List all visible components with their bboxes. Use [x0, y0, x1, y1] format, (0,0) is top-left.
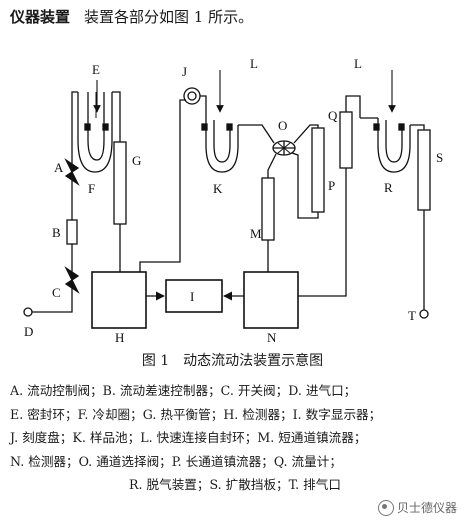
seal-ring-icon	[84, 123, 91, 131]
legend-line: E. 密封环；F. 冷却圈；G. 热平衡管；H. 检测器；I. 数字显示器；	[10, 406, 382, 422]
flowmeter-q	[339, 111, 353, 169]
apparatus-diagram: E A B C D F G H I J K L L M N O P Q R S …	[23, 56, 443, 345]
legend-line: J. 刻度盘；K. 样品池；L. 快速连接自封环；M. 短通道镇流器；	[10, 430, 367, 445]
sample-cell-k	[201, 118, 239, 173]
flow-diff-controller-b	[66, 219, 78, 245]
figure-number: 图 1	[141, 353, 170, 369]
label-a: A	[54, 160, 64, 175]
detector-h	[91, 271, 147, 329]
cooling-coil-f	[77, 92, 113, 173]
diagram-labels: E A B C D F G H I J K L L M N O P Q R S …	[24, 56, 443, 345]
legend-line: A. 流动控制阀；B. 流动差速控制器；C. 开关阀；D. 进气口；	[10, 383, 357, 398]
label-q: Q	[328, 108, 338, 123]
label-k: K	[213, 181, 223, 196]
label-l-left: L	[250, 56, 258, 71]
page-header: 仪器装置装置各部分如图 1 所示。	[10, 6, 253, 27]
label-m: M	[250, 226, 262, 241]
dial-icon	[183, 87, 201, 105]
short-ballast-m	[261, 177, 275, 241]
inlet-port-icon	[23, 307, 33, 317]
label-t: T	[408, 308, 416, 323]
inlet-line	[23, 91, 78, 317]
diffusion-baffle-s	[417, 129, 431, 211]
figure-caption: 图 1 动态流动法装置示意图	[0, 350, 465, 370]
seal-ring-icon	[398, 123, 405, 131]
seal-ring-icon	[226, 123, 233, 131]
digital-display-i	[165, 279, 223, 313]
channel-selector-valve-o	[272, 140, 296, 156]
watermark-text: 贝士德仪器	[396, 501, 457, 515]
valve-icon	[64, 266, 80, 294]
degassing-unit-r	[360, 117, 411, 173]
dial-j	[183, 87, 201, 105]
label-r: R	[384, 180, 393, 195]
label-j: J	[182, 64, 187, 79]
header-text: 装置各部分如图 1 所示。	[84, 8, 254, 26]
long-ballast-p	[311, 127, 325, 213]
label-g: G	[132, 153, 141, 168]
label-p: P	[328, 178, 335, 193]
label-l-right: L	[354, 56, 362, 71]
label-b: B	[52, 225, 61, 240]
thermal-balance-tube-g	[113, 141, 127, 225]
switch-valve-c	[64, 266, 80, 294]
watermark: 贝士德仪器	[377, 499, 457, 516]
seal-ring-icon	[102, 123, 109, 131]
label-f: F	[88, 181, 95, 196]
label-n: N	[267, 330, 277, 345]
valve-icon	[64, 158, 80, 186]
label-e: E	[92, 62, 100, 77]
figure-title: 动态流动法装置示意图	[183, 353, 324, 369]
label-i: I	[190, 289, 194, 304]
label-o: O	[278, 118, 287, 133]
detector-n	[243, 271, 299, 329]
seal-ring-icon	[373, 123, 380, 131]
header-title: 仪器装置	[10, 8, 71, 26]
legend: A. 流动控制阀；B. 流动差速控制器；C. 开关阀；D. 进气口； E. 密封…	[10, 379, 460, 497]
label-c: C	[52, 285, 61, 300]
legend-line: R. 脱气装置；S. 扩散挡板；T. 排气口	[129, 477, 341, 492]
label-h: H	[115, 330, 124, 345]
seal-ring-icon	[201, 123, 208, 131]
legend-line: N. 检测器；O. 通道选择阀；P. 长通道镇流器；Q. 流量计；	[10, 453, 342, 469]
watermark-logo-icon	[377, 499, 394, 516]
label-d: D	[24, 324, 33, 339]
label-s: S	[436, 150, 443, 165]
flow-control-valve-a	[64, 158, 80, 186]
exhaust-port-icon	[419, 309, 429, 319]
